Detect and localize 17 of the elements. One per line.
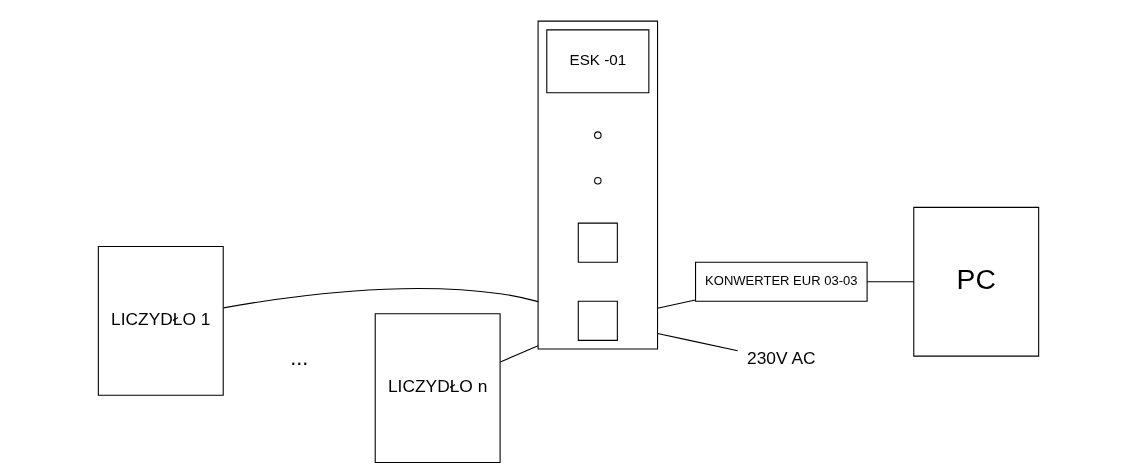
connector [499,345,539,363]
connector [866,281,914,283]
node-box: LICZYDŁO n [374,313,501,464]
node-circle [593,176,602,185]
node-box [577,222,618,263]
cluster [537,20,658,350]
node-box: PC [912,206,1039,357]
connector [656,332,738,352]
node-box: LICZYDŁO 1 [97,245,224,396]
connector [222,288,539,309]
node-box: ESK -01 [545,29,649,94]
label: ... [289,345,308,371]
node-circle [593,131,602,139]
connector [656,299,696,309]
node-box [577,300,618,341]
node-box: KONWERTER EUR 03-03 [694,261,868,302]
node-text: 230V AC [746,348,816,369]
